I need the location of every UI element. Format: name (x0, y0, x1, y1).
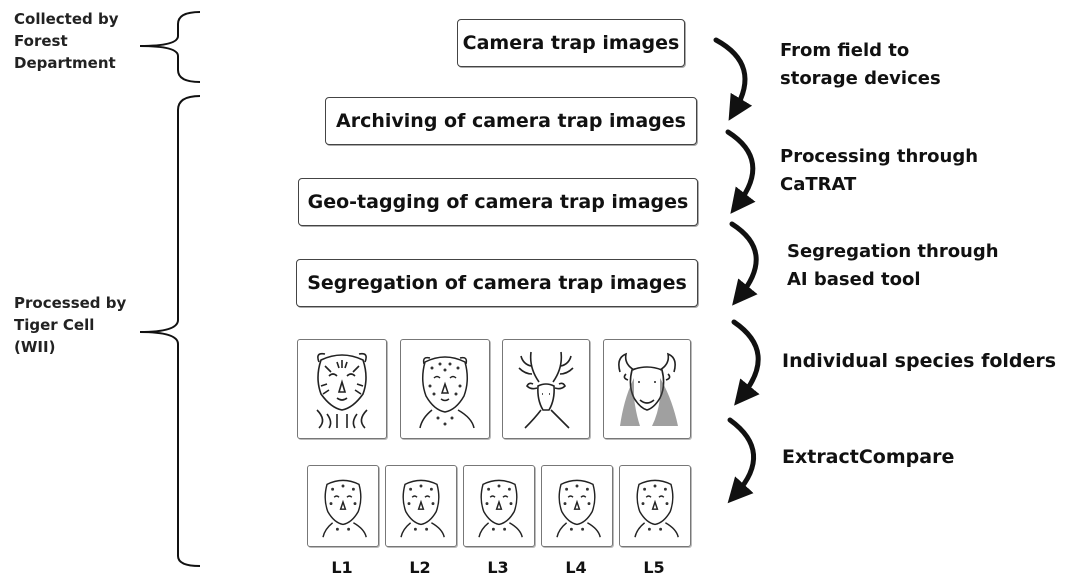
arrow-2 (725, 129, 756, 214)
note-catrat: Processing through CaTRAT (780, 146, 979, 195)
buffalo-sketch-icon (618, 352, 678, 426)
processed-by-label: Processed by Tiger Cell (WII) (14, 294, 127, 356)
arrow-4 (731, 319, 761, 406)
leopard-l2-frame (385, 465, 457, 547)
step-segregation: Segregation of camera trap images (296, 259, 698, 307)
leopard-l3-frame (463, 465, 535, 547)
arrow-1 (713, 37, 753, 121)
leopard-sketch-icon (400, 479, 445, 538)
leopard-sketch-icon (634, 479, 679, 538)
leopard-sketch-icon (478, 479, 523, 538)
bracket-collected (139, 11, 201, 83)
step-camera-trap-images: Camera trap images (457, 19, 685, 67)
arrow-3 (729, 221, 759, 306)
step-geo-tagging: Geo-tagging of camera trap images (298, 178, 698, 226)
deer-sketch-icon (518, 351, 574, 429)
note-field-to-storage: From field to storage devices (780, 40, 941, 89)
leopard-l4-frame (541, 465, 613, 547)
label-l4: L4 (565, 558, 587, 577)
leopard-sketch-icon (556, 479, 601, 538)
label-l5: L5 (643, 558, 665, 577)
bracket-processed (139, 95, 201, 567)
note-ai-tool: Segregation through AI based tool (787, 241, 999, 290)
step-archiving: Archiving of camera trap images (325, 97, 697, 145)
leopard-l1-frame (307, 465, 379, 547)
note-species-folders: Individual species folders (782, 350, 1057, 372)
leopard-sketch-icon (322, 479, 367, 538)
label-l1: L1 (331, 558, 353, 577)
collected-by-label: Collected by Forest Department (14, 10, 119, 72)
leopard-sketch-icon (419, 356, 475, 429)
deer-frame (502, 339, 590, 439)
tiger-sketch-icon (316, 352, 368, 429)
leopard-frame (400, 339, 490, 439)
tiger-frame (297, 339, 387, 439)
arrow-5 (727, 417, 756, 504)
note-extract-compare: ExtractCompare (782, 446, 955, 468)
label-l3: L3 (487, 558, 509, 577)
leopard-l5-frame (619, 465, 691, 547)
label-l2: L2 (409, 558, 431, 577)
buffalo-frame (603, 339, 691, 439)
